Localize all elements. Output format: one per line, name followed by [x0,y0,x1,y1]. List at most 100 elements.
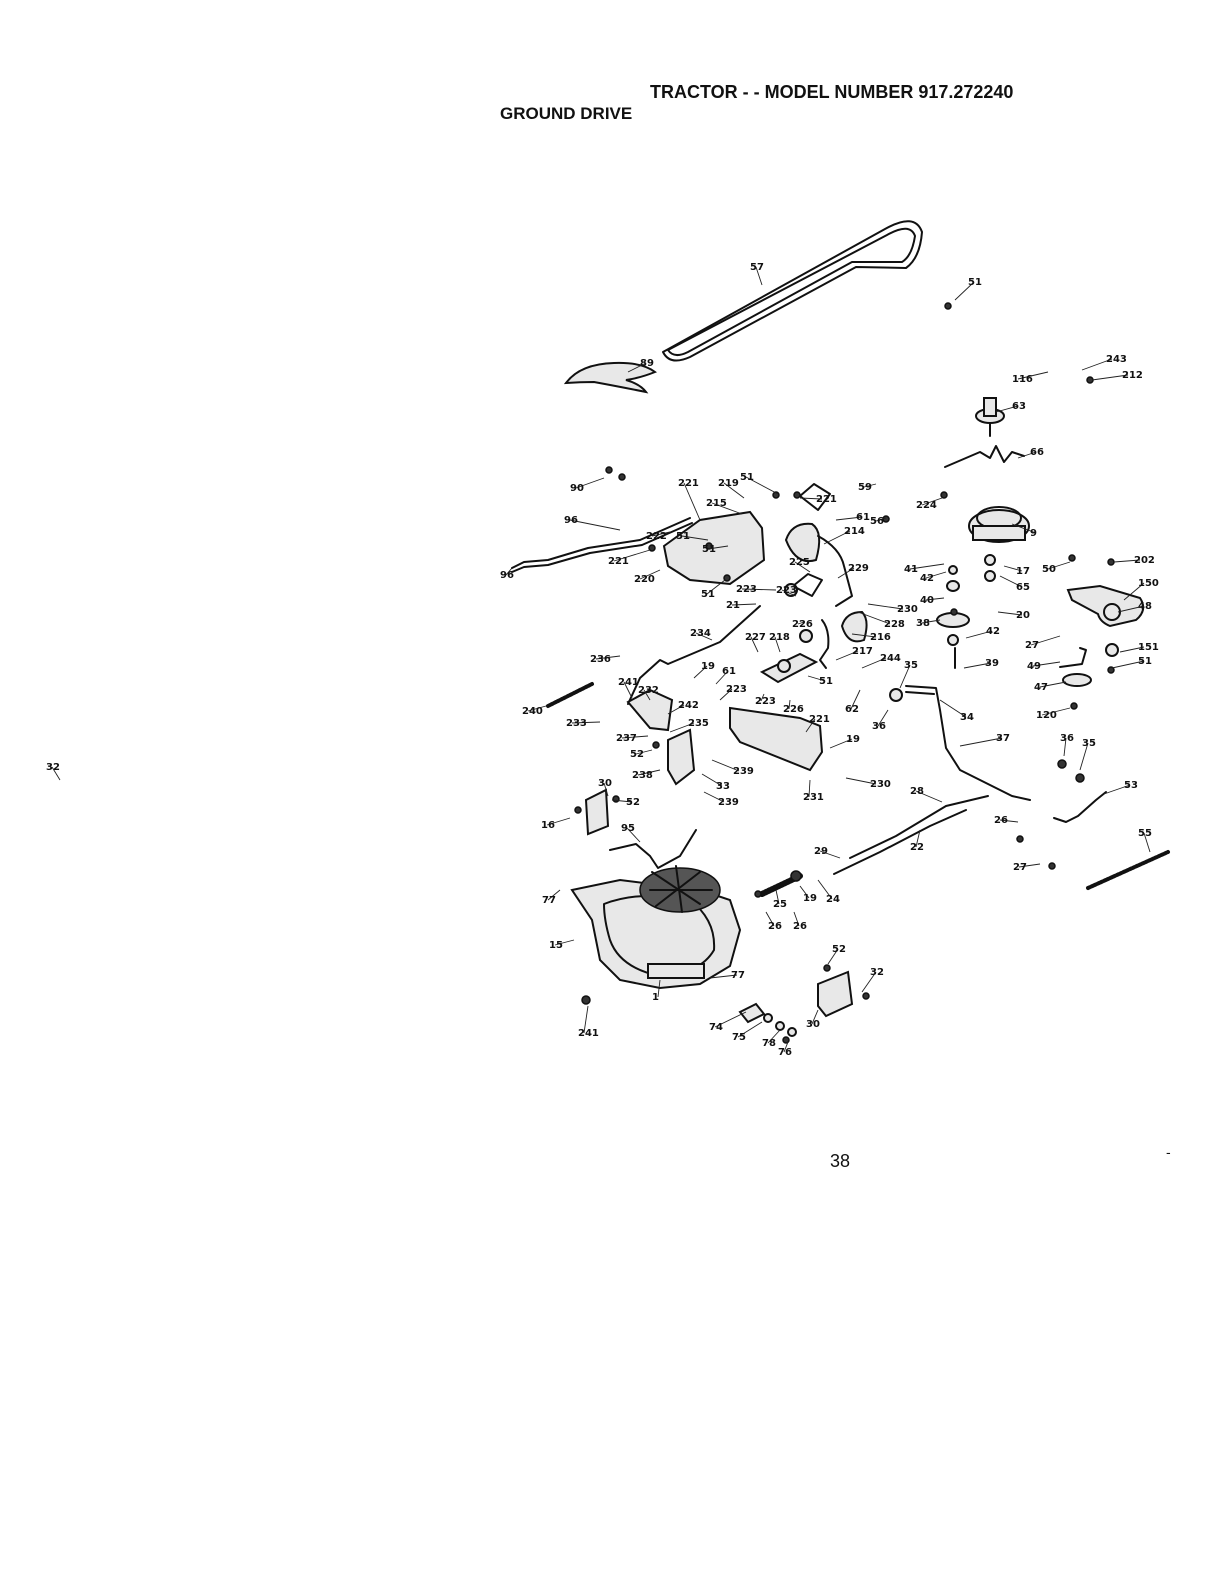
callout-leader [635,749,653,755]
part-callout: 22 [910,842,924,853]
part-callout: 78 [762,1038,776,1049]
callout-leader [995,405,1019,413]
part-callout: 235 [688,718,709,729]
part-callout: 51 [701,589,715,600]
part-callout: 21 [726,600,740,611]
part-callout: 96 [564,515,578,526]
callout-leader [571,721,601,724]
part-callout: 222 [646,531,667,542]
part-callout: 61 [722,666,736,677]
callout-leader [737,1021,763,1038]
washer-75 [763,1013,773,1023]
callout-leader [1123,582,1145,601]
callout-leader [788,699,791,710]
part-callout: 238 [632,770,653,781]
callout-leader [1091,374,1129,381]
part-callout: 221 [816,494,837,505]
part-callout: 77 [542,895,556,906]
callout-leader [965,630,993,639]
part-callout: 76 [778,1047,792,1058]
part-callout: 51 [819,676,833,687]
part-callout: 217 [852,646,873,657]
part-callout: 62 [845,704,859,715]
part-callout: 26 [793,921,807,932]
callout-leader [921,619,941,624]
callout-leader [750,636,759,653]
rod-22 [833,809,967,875]
part-callout: 35 [904,660,918,671]
callout-leader [959,737,1003,747]
part-callout: 41 [904,564,918,575]
part-callout: 20 [1016,610,1030,621]
part-callout: 221 [678,478,699,489]
callout-leader [925,597,945,601]
part-callout: 19 [846,734,860,745]
page-mark: - [1166,1144,1171,1160]
callout-leader [651,531,671,537]
callout-leader [714,1011,747,1028]
part-callout: 120 [1036,710,1057,721]
part-callout: 26 [768,921,782,932]
part-callout: 214 [844,526,865,537]
callout-leader [760,693,765,702]
part-callout: 216 [870,632,891,643]
callout-leader [781,589,797,597]
callout-leader [711,759,740,772]
part-callout: 19 [803,893,817,904]
part-callout: 150 [1138,578,1159,589]
part-callout: 228 [884,619,905,630]
plate-231 [729,706,824,772]
part-callout: 239 [733,766,754,777]
callout-leader [683,482,701,521]
callout-leader [765,911,775,927]
part-callout: 230 [870,779,891,790]
callout-leader [51,766,61,781]
part-callout: 36 [872,721,886,732]
part-callout: 229 [848,563,869,574]
callout-leader [807,675,826,682]
callout-leader [999,575,1023,588]
part-callout: 75 [732,1032,746,1043]
rod-214 [511,517,691,569]
callout-leader [637,769,661,776]
callout-leader [1117,605,1145,613]
bushing-74 [738,1002,766,1024]
callout-leader [546,817,571,826]
callout-leader [1143,832,1151,853]
part-callout: 242 [678,700,699,711]
section-title: GROUND DRIVE [500,104,633,123]
spring-66 [944,445,1025,468]
part-callout: 34 [960,712,974,723]
callout-leader [669,722,695,733]
callout-leader [1047,561,1071,570]
drive-belt [662,220,923,362]
part-callout: 226 [783,704,804,715]
idler-pulley-38 [936,580,970,669]
part-callout: 52 [626,797,640,808]
part-callout: 52 [832,944,846,955]
part-callout: 56 [870,516,884,527]
callout-leader [827,948,839,965]
plate-238 [667,728,696,786]
part-callout: 27 [1025,640,1039,651]
callout-leader [823,530,851,545]
part-callout: 55 [1138,828,1152,839]
callout-leader [707,545,729,550]
callout-leader [811,1009,819,1025]
callout-leader [623,681,633,699]
part-callout: 42 [986,626,1000,637]
callout-leader [799,885,810,899]
callout-leader [611,799,633,803]
part-callout: 30 [806,1019,820,1030]
callout-leader [719,688,733,701]
part-callout: 239 [718,797,739,808]
part-callout: 241 [578,1028,599,1039]
callout-leader [954,281,975,301]
part-callout: 212 [1122,370,1143,381]
bracket-30-upper [584,788,610,836]
callout-leader [1063,737,1067,757]
part-callout: 9 [1030,528,1037,539]
callout-leader [808,779,811,798]
callout-leader [667,704,685,715]
